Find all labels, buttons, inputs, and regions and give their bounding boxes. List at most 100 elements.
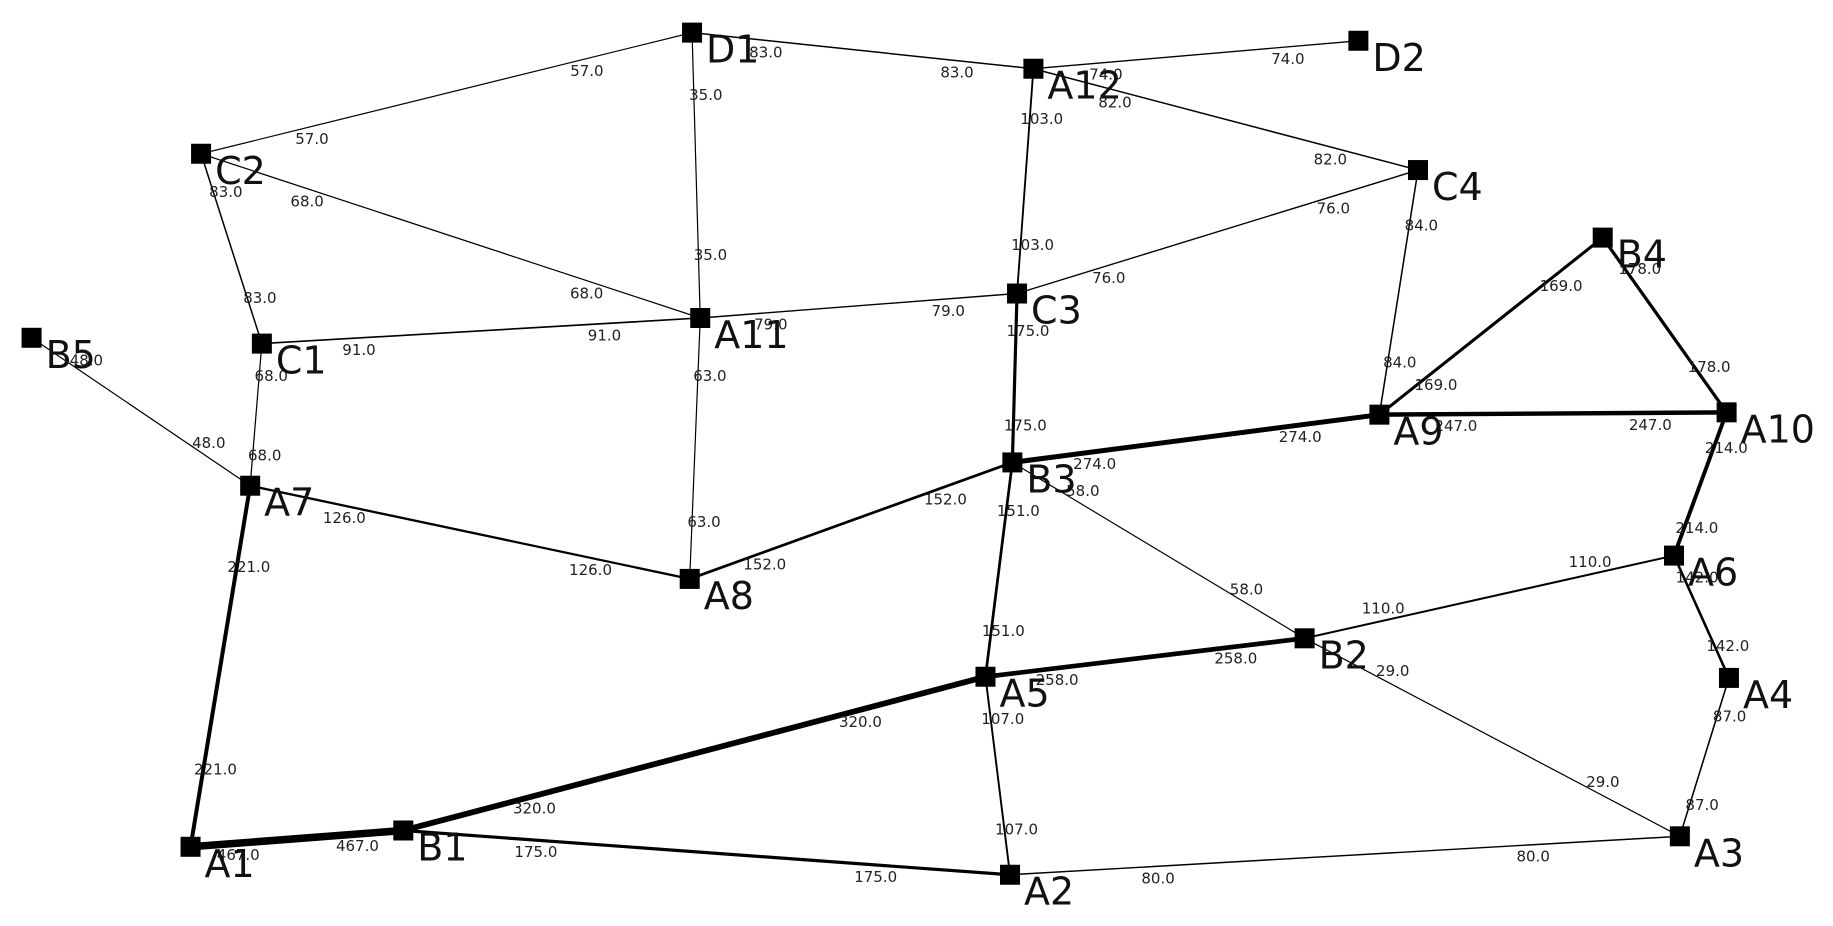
edge-weight-label: 76.0 <box>1317 200 1350 218</box>
node-square <box>679 568 700 589</box>
node-label: C3 <box>1031 289 1082 333</box>
edge-weight-label: 107.0 <box>981 710 1024 728</box>
node-label: A2 <box>1024 870 1074 914</box>
node-square <box>1348 30 1369 51</box>
edge-weight-label: 87.0 <box>1685 796 1718 814</box>
edge-weight-label: 467.0 <box>217 846 260 864</box>
node-square <box>21 327 42 348</box>
edge-A8-B3 <box>688 461 1014 581</box>
edge-weight-label: 82.0 <box>1098 94 1131 112</box>
node-C2: C2 <box>191 143 266 193</box>
edge-weight-label: 79.0 <box>932 302 965 320</box>
edge-weight-label: 178.0 <box>1618 260 1661 278</box>
edge-weight-label: 151.0 <box>982 622 1025 640</box>
node-B5: B5 <box>21 327 96 377</box>
edge-weight-label: 84.0 <box>1383 354 1416 372</box>
edge-weight-label: 467.0 <box>336 837 379 855</box>
edge-A7-B5 <box>30 337 251 487</box>
node-square <box>251 333 272 354</box>
edge-weight-label: 68.0 <box>248 446 281 464</box>
edge-weight-label: 169.0 <box>1415 376 1458 394</box>
node-label: A6 <box>1688 551 1738 595</box>
node-C1: C1 <box>251 333 327 383</box>
edge-A6-A10 <box>1672 410 1729 558</box>
edge-weight-label: 175.0 <box>514 843 557 861</box>
edge-weight-label: 175.0 <box>854 868 897 886</box>
node-A9: A9 <box>1369 404 1444 454</box>
edge-weight-label: 151.0 <box>997 502 1040 520</box>
node-square <box>1023 58 1044 79</box>
edge-weight-label: 169.0 <box>1540 277 1583 295</box>
edge-A8-A11 <box>689 317 701 580</box>
node-label: B4 <box>1617 233 1667 277</box>
edge-weight-label: 91.0 <box>342 341 375 359</box>
edge-D1-A12 <box>691 31 1035 70</box>
node-square <box>1669 826 1690 847</box>
node-B4: B4 <box>1592 227 1667 277</box>
edge-A2-A5 <box>984 675 1011 876</box>
edge-C1-C2 <box>200 152 263 345</box>
edge-weight-label: 214.0 <box>1705 439 1748 457</box>
edge-C3-C4 <box>1016 169 1419 295</box>
edge-weight-label: 74.0 <box>1089 66 1122 84</box>
edge-weight-label: 142.0 <box>1706 637 1749 655</box>
node-label: B5 <box>46 333 96 377</box>
edge-weight-label: 214.0 <box>1675 519 1718 537</box>
edge-A12-C4 <box>1032 67 1419 171</box>
node-square <box>1000 864 1021 885</box>
node-B2: B2 <box>1294 628 1369 677</box>
edge-weight-label: 58.0 <box>1066 482 1099 500</box>
node-square <box>682 22 703 43</box>
node-square <box>1369 404 1390 425</box>
node-A7: A7 <box>240 475 314 525</box>
node-label: B1 <box>417 825 467 869</box>
node-label: A1 <box>205 842 255 886</box>
edge-labels-layer: 467.0467.0221.0221.0320.0320.0175.0175.0… <box>70 43 1750 887</box>
node-square <box>1002 452 1023 473</box>
edge-weight-label: 68.0 <box>290 192 323 210</box>
node-square <box>1664 545 1685 566</box>
node-label: C2 <box>215 149 266 193</box>
edge-A12-D2 <box>1032 40 1360 70</box>
edge-weight-label: 68.0 <box>255 367 288 385</box>
edge-weight-label: 221.0 <box>227 558 270 576</box>
node-label: D1 <box>706 28 759 72</box>
edge-weight-label: 83.0 <box>940 64 973 82</box>
node-square <box>1294 628 1315 649</box>
node-label: A12 <box>1047 64 1121 108</box>
node-label: A8 <box>704 574 754 618</box>
node-A4: A4 <box>1718 667 1793 717</box>
node-square <box>180 836 201 857</box>
edge-weight-label: 58.0 <box>1230 580 1263 598</box>
edge-weight-label: 83.0 <box>749 43 782 61</box>
edge-weight-label: 103.0 <box>1020 110 1063 128</box>
edge-weight-label: 35.0 <box>689 86 722 104</box>
edge-weight-label: 152.0 <box>743 556 786 574</box>
edge-weight-label: 152.0 <box>924 490 967 508</box>
edge-weight-label: 110.0 <box>1569 553 1612 571</box>
node-A10: A10 <box>1716 402 1815 451</box>
node-D1: D1 <box>682 22 759 72</box>
edge-weight-label: 84.0 <box>1405 217 1438 235</box>
edge-weight-label: 126.0 <box>323 509 366 527</box>
node-label: C4 <box>1432 165 1483 209</box>
edge-weight-label: 48.0 <box>192 434 225 452</box>
node-A11: A11 <box>690 307 789 357</box>
edge-B2-B3 <box>1011 461 1306 639</box>
edges-layer <box>30 31 1731 877</box>
edge-weight-label: 83.0 <box>243 289 276 307</box>
edge-A3-B2 <box>1304 637 1681 837</box>
edge-weight-label: 175.0 <box>1004 417 1047 435</box>
edge-A4-A6 <box>1672 554 1731 680</box>
edge-weight-label: 57.0 <box>295 130 328 148</box>
edge-weight-label: 63.0 <box>687 513 720 531</box>
edge-weight-label: 80.0 <box>1516 848 1549 866</box>
node-label: B3 <box>1026 457 1076 501</box>
edge-weight-label: 74.0 <box>1271 50 1304 68</box>
node-square <box>1007 283 1028 304</box>
edge-A2-A3 <box>1009 835 1681 876</box>
node-label: A11 <box>714 313 788 357</box>
edge-B3-A9 <box>1009 412 1382 465</box>
edge-weight-label: 274.0 <box>1279 428 1322 446</box>
edge-weight-label: 178.0 <box>1688 358 1731 376</box>
